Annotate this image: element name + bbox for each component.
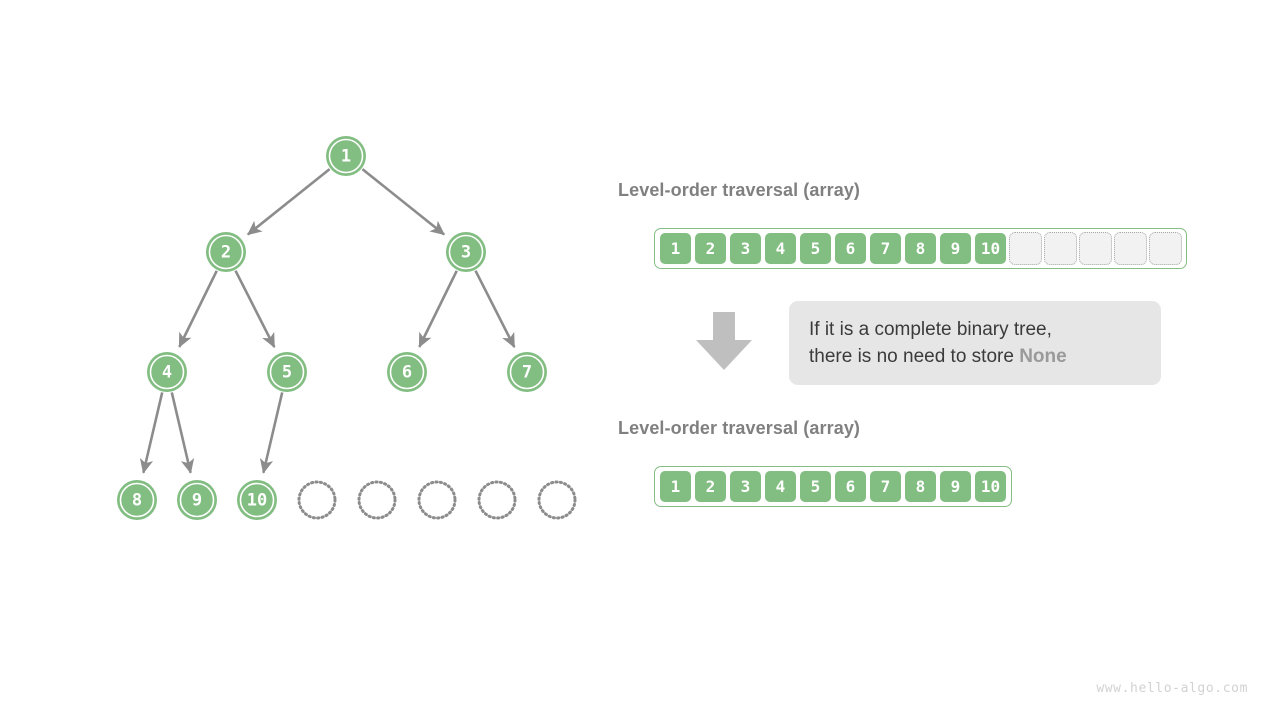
node-inner-ring	[328, 138, 364, 174]
tree-node: 5	[267, 352, 307, 392]
node-inner-ring	[149, 354, 185, 390]
tree-node-empty	[537, 480, 577, 520]
node-label: 9	[192, 491, 202, 511]
array-cell: 1	[659, 470, 692, 503]
down-arrow-icon	[696, 312, 752, 370]
array-cell: 4	[764, 470, 797, 503]
tree-edge	[170, 392, 195, 474]
tree-edge	[259, 392, 284, 474]
node-placeholder-dotted	[297, 480, 337, 520]
tree-node: 6	[387, 352, 427, 392]
array-cell: 10	[974, 232, 1007, 265]
tree-node: 3	[446, 232, 486, 272]
node-inner-ring	[269, 354, 305, 390]
tree-node-empty	[297, 480, 337, 520]
tree-node: 1	[326, 136, 366, 176]
site-watermark: www.hello-algo.com	[1096, 681, 1248, 696]
node-inner-ring	[179, 482, 215, 518]
callout-line-1: If it is a complete binary tree,	[809, 319, 1052, 340]
tree-node: 4	[147, 352, 187, 392]
tree-node: 10	[237, 480, 277, 520]
callout-text: If it is a complete binary tree, there is…	[809, 316, 1067, 370]
array-cell-empty	[1114, 232, 1147, 265]
tree-node: 7	[507, 352, 547, 392]
tree-edge	[418, 270, 458, 348]
node-label: 5	[282, 363, 292, 383]
tree-edge-group	[139, 168, 516, 474]
node-inner-ring	[509, 354, 545, 390]
array-cell: 4	[764, 232, 797, 265]
array-cell: 8	[904, 232, 937, 265]
node-label: 1	[341, 147, 351, 167]
node-inner-ring	[239, 482, 275, 518]
tree-edge	[178, 270, 218, 348]
array-cell: 7	[869, 232, 902, 265]
array-cell: 9	[939, 470, 972, 503]
node-placeholder-dotted	[417, 480, 457, 520]
tree-node-empty	[417, 480, 457, 520]
level-order-heading-bottom: Level-order traversal (array)	[618, 418, 861, 438]
array-cell-empty	[1079, 232, 1112, 265]
node-inner-ring	[208, 234, 244, 270]
array-cell: 2	[694, 470, 727, 503]
node-placeholder-dotted	[537, 480, 577, 520]
callout-accent-none: None	[1019, 346, 1067, 367]
node-label: 7	[522, 363, 532, 383]
node-label: 3	[461, 243, 471, 263]
array-cell: 10	[974, 470, 1007, 503]
node-label: 4	[162, 363, 172, 383]
array-cell: 6	[834, 232, 867, 265]
tree-edge	[474, 270, 516, 348]
level-order-heading-top: Level-order traversal (array)	[618, 180, 861, 200]
node-inner-ring	[389, 354, 425, 390]
node-label: 10	[247, 491, 267, 511]
tree-node: 2	[206, 232, 246, 272]
array-cell: 9	[939, 232, 972, 265]
node-label: 6	[402, 363, 412, 383]
tree-node: 8	[117, 480, 157, 520]
node-placeholder-dotted	[477, 480, 517, 520]
array-cell-empty	[1149, 232, 1182, 265]
array-cell: 2	[694, 232, 727, 265]
array-cell: 1	[659, 232, 692, 265]
array-cell: 3	[729, 470, 762, 503]
tree-node-group: 1 2 3 4 5 6 7 8 9 10	[117, 136, 577, 520]
tree-node-empty	[357, 480, 397, 520]
array-cell: 7	[869, 470, 902, 503]
array-cell: 5	[799, 232, 832, 265]
tree-edge	[234, 270, 276, 348]
array-cell-empty	[1044, 232, 1077, 265]
array-cell: 3	[729, 232, 762, 265]
tree-edge	[139, 392, 164, 474]
node-placeholder-dotted	[357, 480, 397, 520]
tree-edge	[361, 168, 445, 236]
node-label: 2	[221, 243, 231, 263]
node-inner-ring	[119, 482, 155, 518]
node-inner-ring	[448, 234, 484, 270]
binary-tree-figure: 1 2 3 4 5 6 7 8 9 10	[117, 136, 577, 520]
array-cell: 5	[799, 470, 832, 503]
array-cell: 8	[904, 470, 937, 503]
tree-node: 9	[177, 480, 217, 520]
array-cell-empty	[1009, 232, 1042, 265]
tree-node-empty	[477, 480, 517, 520]
explanation-callout: If it is a complete binary tree, there is…	[789, 301, 1161, 385]
array-cell: 6	[834, 470, 867, 503]
node-label: 8	[132, 491, 142, 511]
tree-edge	[247, 168, 331, 236]
callout-line-2-prefix: there is no need to store	[809, 346, 1020, 367]
